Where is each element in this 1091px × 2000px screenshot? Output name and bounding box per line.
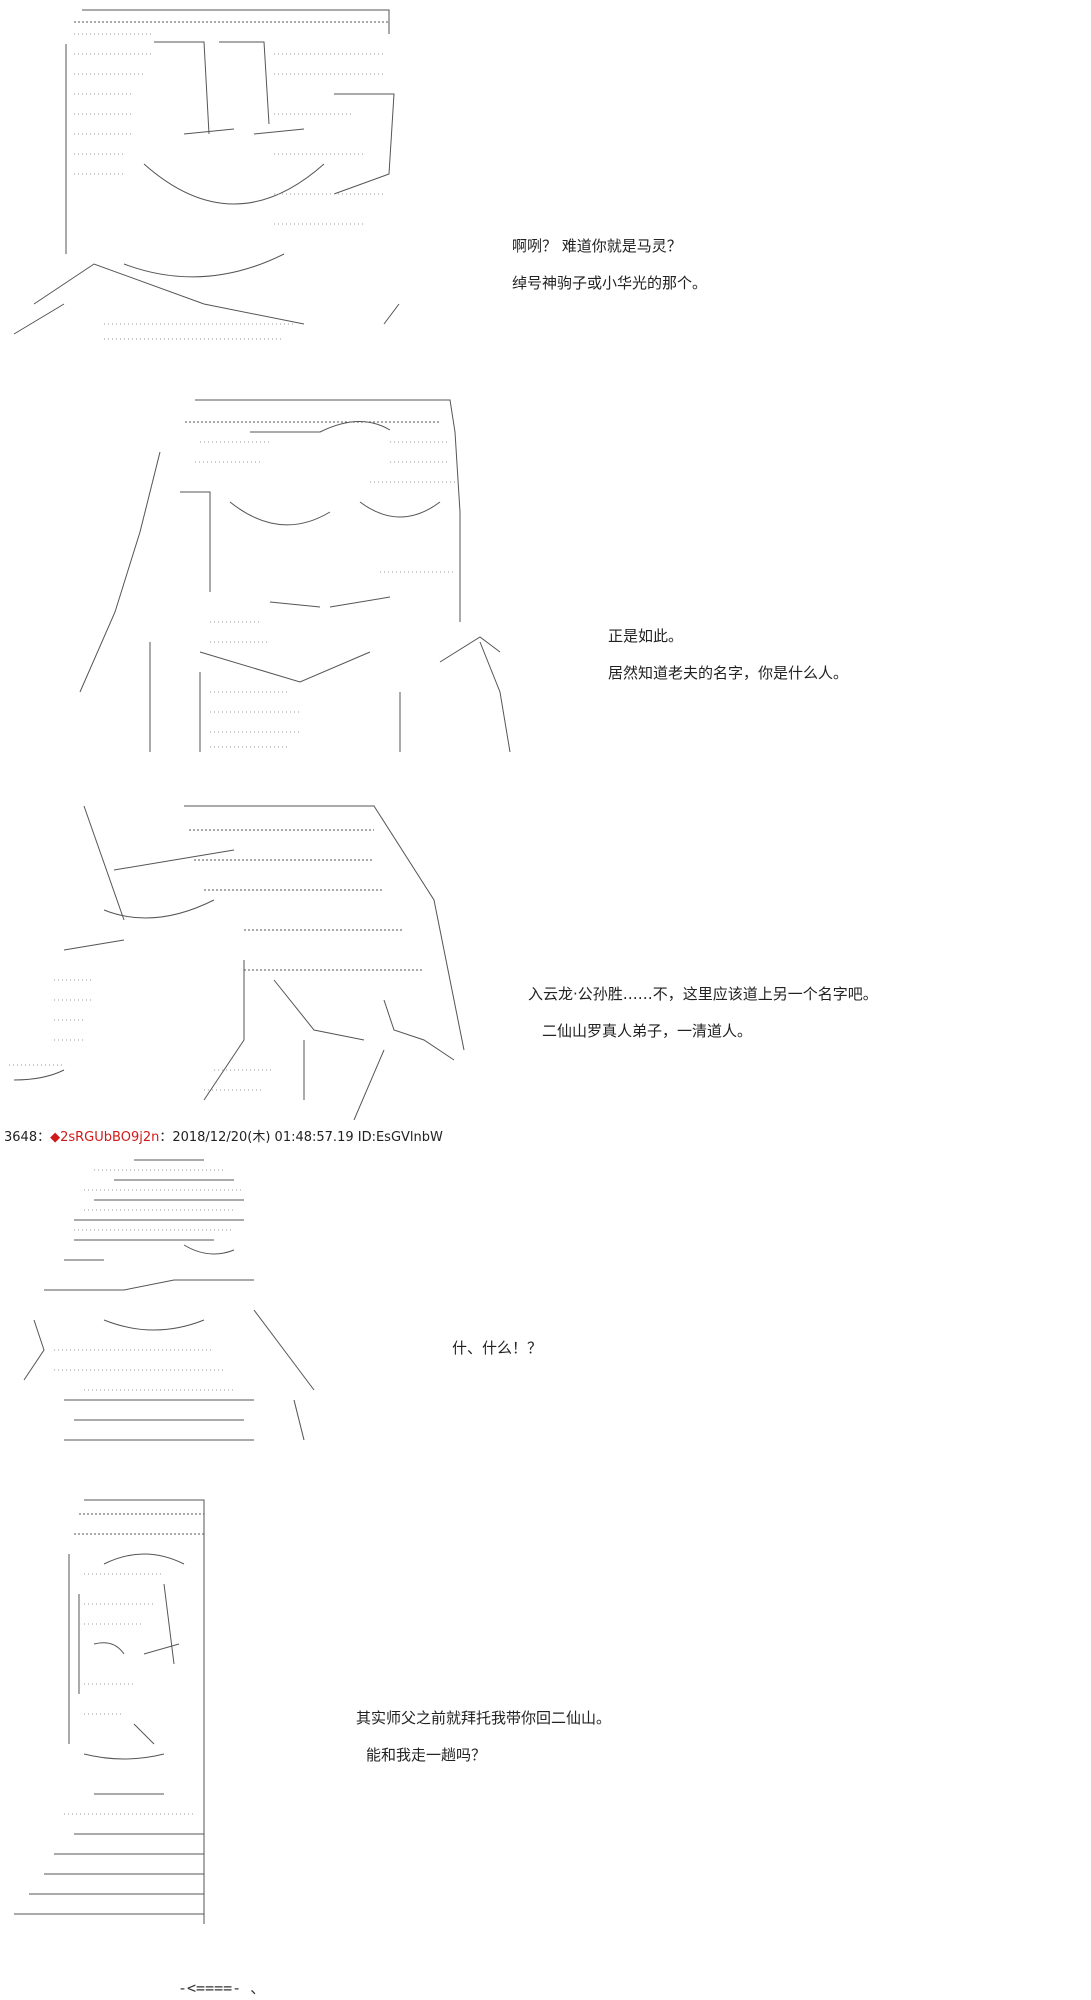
post-datetime: ：2018/12/20(木) 01:48:57.19 ID:EsGVlnbW <box>159 1130 443 1145</box>
ascii-art-fragment: -<====- 、 <box>178 1979 266 1997</box>
post-number: 3648 <box>4 1130 38 1145</box>
dialog-lines-3: 入云龙·公孙胜……不，这里应该道上另一个名字吧。 二仙山罗真人弟子，一清道人。 <box>528 976 878 1050</box>
dialog-lines-2: 正是如此。 居然知道老夫的名字，你是什么人。 <box>608 618 848 692</box>
dialog-line: 啊咧？ 难道你就是马灵？ <box>512 237 682 255</box>
dialog-line: 入云龙·公孙胜……不，这里应该道上另一个名字吧。 <box>528 985 878 1003</box>
dialog-line: 居然知道老夫的名字，你是什么人。 <box>608 664 849 682</box>
post-trip[interactable]: 2sRGUbBO9j2n <box>60 1130 160 1145</box>
diamond-icon: ◆ <box>50 1130 61 1145</box>
ascii-art-figure-5 <box>4 1494 214 1934</box>
dialog-line: 绰号神驹子或小华光的那个。 <box>512 274 708 292</box>
dialog-line: 能和我走一趟吗？ <box>366 1746 487 1764</box>
dialog-lines-1: 啊咧？ 难道你就是马灵？ 绰号神驹子或小华光的那个。 <box>512 228 707 302</box>
ascii-art-figure-4 <box>4 1150 334 1450</box>
dialog-line: 正是如此。 <box>608 627 684 645</box>
dialog-line: 其实师父之前就拜托我带你回二仙山。 <box>356 1709 612 1727</box>
ascii-art-figure-2 <box>60 392 530 762</box>
dialog-lines-5: 其实师父之前就拜托我带你回二仙山。 能和我走一趟吗？ <box>356 1700 611 1774</box>
dialog-line: 什、什么！？ <box>452 1339 543 1357</box>
dialog-lines-4: 什、什么！？ <box>452 1330 542 1367</box>
dialog-line: 二仙山罗真人弟子，一清道人。 <box>542 1022 753 1040</box>
post-header: 3648：◆2sRGUbBO9j2n：2018/12/20(木) 01:48:5… <box>4 1130 443 1145</box>
ascii-art-figure-3 <box>4 800 474 1120</box>
ascii-art-figure-1 <box>4 4 404 344</box>
